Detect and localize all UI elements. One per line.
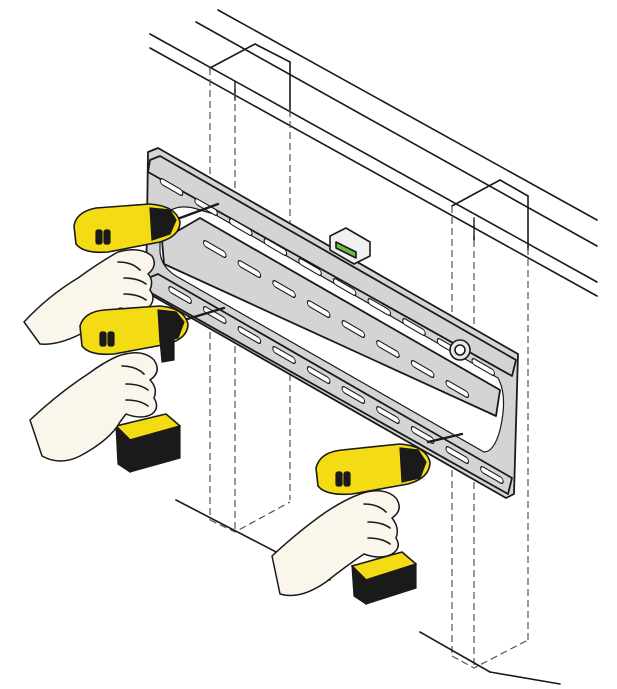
- power-drill-icon: [73, 202, 220, 254]
- plate-slots-bottom: [168, 285, 504, 485]
- plate-slots-middle: [202, 239, 470, 399]
- ceiling-framing: [149, 9, 598, 297]
- bubble-level-icon: [329, 227, 371, 265]
- hand-icon: [271, 490, 400, 597]
- power-drill-icon: [79, 305, 226, 474]
- hand-icon: [29, 352, 158, 462]
- plate-adjust-knob: [449, 339, 471, 361]
- plate-slots-top: [159, 177, 496, 377]
- power-drill-icon: [315, 432, 464, 606]
